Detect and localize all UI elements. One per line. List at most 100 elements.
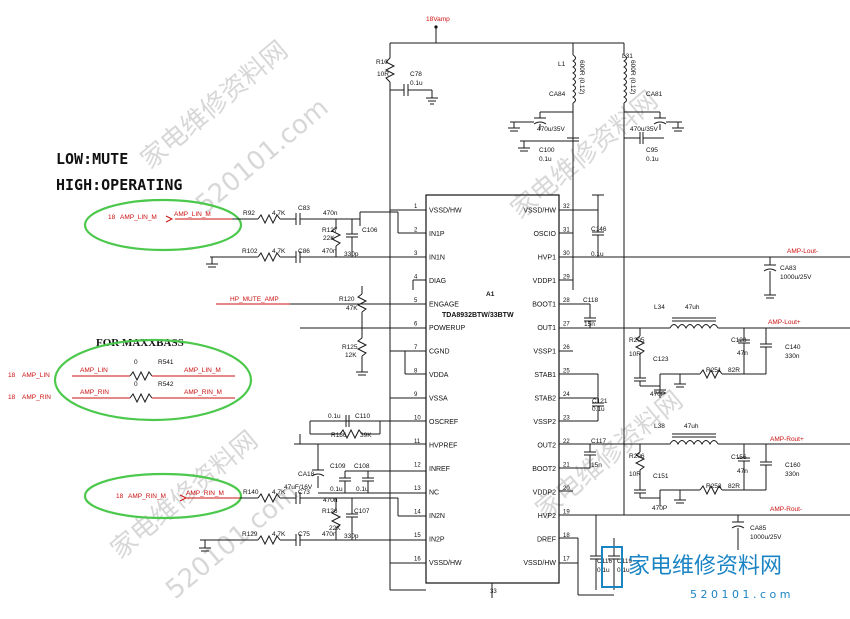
c151-label: C151 bbox=[653, 473, 669, 480]
c160-label: C160 bbox=[785, 462, 801, 469]
ic-pin-number: 2 bbox=[414, 228, 418, 234]
ca18-label: CA18 bbox=[298, 471, 315, 478]
c146-label: C146 bbox=[591, 226, 607, 233]
highlight-amp-lin-m bbox=[83, 198, 243, 252]
ic-pin-number: 31 bbox=[563, 228, 570, 234]
watermark-layer: 家电维修资料网 520101.com 家电维修资料网 520101.com 家电… bbox=[105, 35, 689, 605]
c123-label: C123 bbox=[653, 356, 669, 363]
r129-label: R129 bbox=[242, 531, 258, 538]
c109-label: C109 bbox=[330, 463, 346, 470]
c109-value: 0.1u bbox=[330, 486, 343, 493]
r251-value: 82R bbox=[728, 367, 740, 374]
ic-pin-number: 7 bbox=[414, 345, 418, 351]
net-amp-rin-m-left: AMP_RIN_M bbox=[128, 493, 166, 500]
c83-value: 470n bbox=[323, 210, 338, 217]
resistor-r206 bbox=[634, 451, 646, 471]
ic-pin-name: BOOT2 bbox=[532, 466, 556, 473]
r102-label: R102 bbox=[242, 248, 258, 255]
c95-label: C95 bbox=[646, 147, 658, 154]
r186-label: R186 bbox=[331, 432, 347, 439]
net-pin18-rin: 18 bbox=[116, 493, 124, 500]
c118-value: 15n bbox=[584, 321, 595, 328]
ic-pin-name: BOOT1 bbox=[532, 302, 556, 309]
net-amp-rin-m-right: AMP_RIN_M bbox=[186, 490, 224, 497]
c119-value: 0.1u bbox=[617, 567, 630, 574]
resistor-r542 bbox=[129, 392, 153, 404]
supply-label: 18Vamp bbox=[426, 16, 450, 23]
ic-pin-number: 8 bbox=[414, 369, 418, 375]
c118-label: C118 bbox=[583, 297, 598, 304]
c75-value: 470n bbox=[322, 531, 337, 538]
c156-label: C156 bbox=[731, 454, 747, 461]
ic-pin-name: INREF bbox=[429, 466, 450, 473]
inductor-l38 bbox=[669, 440, 719, 446]
ic-pin-number: 23 bbox=[563, 416, 570, 422]
net-amp-lout-minus: AMP-Lout- bbox=[787, 248, 818, 255]
resistor-r186 bbox=[339, 428, 363, 440]
ic-pin-number: 22 bbox=[563, 439, 570, 445]
ic-pin-number: 16 bbox=[414, 557, 421, 563]
c107-label: C107 bbox=[354, 508, 370, 515]
logo-url-text: 5 2 0 1 0 1 . c o m bbox=[690, 588, 790, 601]
r127-value: 22K bbox=[323, 235, 335, 242]
resistor-r102 bbox=[257, 251, 281, 263]
ic-pin-number: 6 bbox=[414, 322, 418, 328]
c110-label: C110 bbox=[355, 413, 370, 420]
r205-value: 10R bbox=[629, 351, 641, 358]
ic-pin-name: VDDP2 bbox=[533, 490, 556, 497]
resistor-r126 bbox=[330, 509, 342, 529]
resistor-r92 bbox=[257, 213, 281, 225]
ic-pin-name: VSSD/HW bbox=[429, 208, 462, 215]
r125-label: R125 bbox=[342, 344, 358, 351]
c106-value: 330p bbox=[344, 251, 359, 258]
note-low-mute: LOW:MUTE bbox=[56, 150, 128, 168]
ic-pin-name: HVP1 bbox=[538, 255, 556, 262]
r120-label: R120 bbox=[339, 296, 355, 303]
ic-pin-name: DIAG bbox=[429, 278, 446, 285]
logo-frame-icon bbox=[601, 546, 623, 588]
c73-value: 470n bbox=[323, 497, 338, 504]
ic-pin-number: 26 bbox=[563, 345, 570, 351]
c117-value: 15n bbox=[591, 462, 602, 469]
r542-value: 0 bbox=[134, 381, 138, 388]
c116-value: 0.1u bbox=[597, 567, 610, 574]
l31-label: L31 bbox=[622, 53, 633, 60]
r140-value: 4.7K bbox=[272, 489, 286, 496]
net-amp-lin-mid: AMP_LIN bbox=[80, 367, 108, 374]
c106-label: C106 bbox=[362, 227, 378, 234]
r10-label: R10 bbox=[376, 59, 388, 66]
ic-pin-name: VSSD/HW bbox=[523, 560, 556, 567]
c121-label: C121 bbox=[592, 398, 608, 405]
r253-value: 82R bbox=[728, 483, 740, 490]
c73-label: C73 bbox=[298, 489, 310, 496]
net-amp-lin-left: AMP_LIN bbox=[22, 372, 50, 379]
r251-label: R251 bbox=[706, 367, 722, 374]
r127-label: R127 bbox=[322, 227, 338, 234]
net-amp-lin-m-left: AMP_LIN_M bbox=[120, 214, 157, 221]
ic-pin-name: VSSP1 bbox=[533, 349, 556, 356]
resistor-r205 bbox=[634, 335, 646, 355]
c123-value: 470P bbox=[650, 391, 665, 398]
ic-pin-number: 30 bbox=[563, 251, 570, 257]
ic-pin-33: 33 bbox=[490, 589, 497, 595]
net-pin18-amp-lin: 18 bbox=[8, 372, 16, 379]
net-hp-mute-amp: HP_MUTE_AMP bbox=[230, 296, 279, 303]
ic-pin-number: 27 bbox=[563, 322, 570, 328]
inductor-l1 bbox=[572, 54, 576, 104]
ic-pin-name: HVP2 bbox=[538, 513, 556, 520]
ic-pin-number: 15 bbox=[414, 533, 421, 539]
highlight-maxxbass bbox=[53, 338, 253, 422]
net-amp-lout-plus: AMP-Lout+ bbox=[768, 319, 801, 326]
ic-pin-name: IN2N bbox=[429, 513, 445, 520]
resistor-r541 bbox=[129, 370, 153, 382]
l34-label: L34 bbox=[654, 304, 665, 311]
r253-label: R253 bbox=[706, 483, 722, 490]
ic-pin-name: OSCREF bbox=[429, 419, 458, 426]
ic-pin-name: ENGAGE bbox=[429, 302, 459, 309]
ic-pin-number: 11 bbox=[414, 439, 421, 445]
l1-label: L1 bbox=[558, 61, 566, 68]
l38-value: 47uh bbox=[684, 423, 699, 430]
ic-pin-number: 32 bbox=[563, 204, 570, 210]
ic-pin-number: 29 bbox=[563, 275, 570, 281]
net-amp-rout-plus: AMP-Rout+ bbox=[770, 436, 804, 443]
